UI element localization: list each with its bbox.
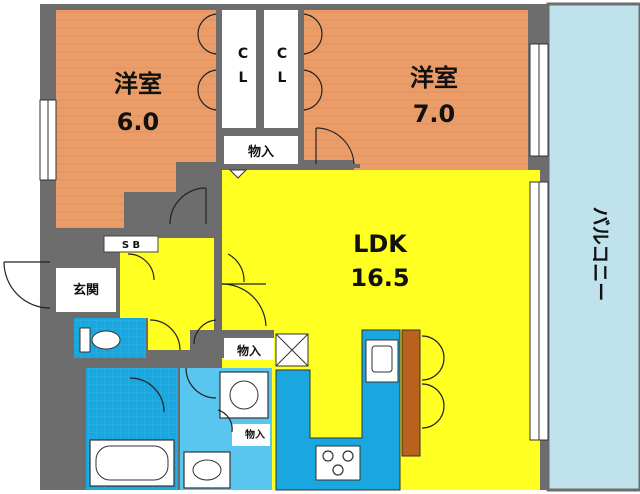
- kitchen-storage-door-lower: [421, 383, 445, 429]
- burner-2: [342, 450, 354, 462]
- room-name-western-6: 洋室: [114, 70, 162, 98]
- storage-hall: [224, 338, 274, 360]
- kitchen-back-counter: [401, 329, 421, 457]
- storage-washroom-label: 物入: [245, 428, 265, 441]
- door-shoebox-swing: [127, 253, 155, 281]
- door-storage-hall-swing: [193, 319, 219, 345]
- shoe-box: [103, 235, 159, 253]
- closet-1-line2: L: [239, 70, 248, 86]
- marker-triangle: [228, 169, 248, 179]
- entrance-label: 玄関: [73, 282, 99, 298]
- room-name-western-7: 洋室: [410, 64, 458, 92]
- toilet-tank: [79, 327, 91, 353]
- door-bath-swing: [129, 377, 165, 413]
- storage-washroom: [232, 424, 270, 446]
- door-ldk-swing: [221, 283, 267, 327]
- washbasin: [192, 459, 222, 481]
- room-size-western-6: 6.0: [117, 108, 160, 136]
- front-door-swing: [3, 261, 51, 309]
- toilet-bowl: [91, 330, 121, 350]
- kitchen-storage-door-upper: [421, 335, 445, 381]
- door-room7-swing: [315, 127, 355, 167]
- closet-2-line1: C: [277, 46, 287, 62]
- door-washroom-storage-swing: [217, 409, 233, 433]
- kitchen-sink-basin: [371, 345, 393, 373]
- bathtub-basin: [95, 445, 169, 481]
- shoe-box-label: S B: [122, 240, 140, 251]
- room-size-western-7: 7.0: [413, 100, 456, 128]
- closet-1-line1: C: [238, 46, 248, 62]
- closet-1: [222, 10, 256, 128]
- burner-1: [322, 450, 334, 462]
- door-swings: [3, 13, 445, 433]
- closet1-door-upper: [197, 13, 219, 55]
- closet2-door-lower: [301, 69, 323, 111]
- western-room-7: [304, 10, 528, 170]
- pipe-shaft-cross-b: [275, 333, 309, 367]
- closet-2: [264, 10, 298, 128]
- closet-2-line2: L: [278, 70, 287, 86]
- door-hall-upper-swing: [227, 253, 245, 283]
- burner-3: [332, 464, 344, 476]
- balcony-label: バルコニー: [589, 207, 611, 302]
- washing-machine-drain: [229, 380, 259, 410]
- door-room6-swing: [169, 187, 207, 225]
- balcony: [546, 2, 640, 492]
- closet2-door-upper: [301, 13, 323, 55]
- entrance: [56, 268, 116, 312]
- door-washroom-swing: [185, 367, 217, 399]
- stove: [315, 445, 361, 481]
- storage-hall-label: 物入: [237, 343, 261, 358]
- storage-top-label: 物入: [248, 144, 274, 160]
- hallway: [120, 238, 214, 350]
- room-name-ldk: LDK: [353, 230, 408, 258]
- room-size-ldk: 16.5: [350, 264, 409, 292]
- door-toilet-swing: [149, 319, 181, 351]
- western-room-6: [56, 10, 216, 228]
- storage-top: [224, 136, 298, 164]
- interior-walls: [216, 10, 360, 364]
- closet1-door-lower: [197, 69, 219, 111]
